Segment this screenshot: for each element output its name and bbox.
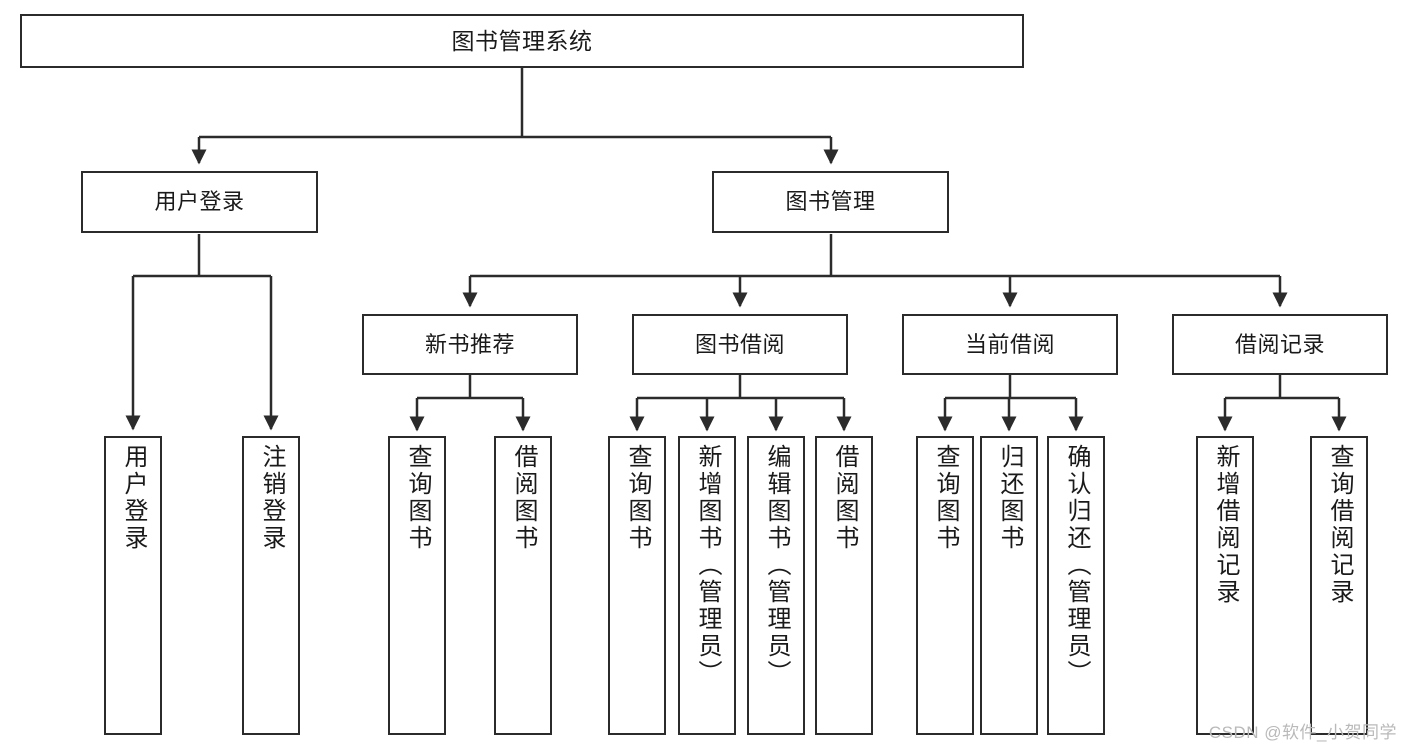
leaf-label: 编辑图书（管理员） [763,444,790,687]
leaf-label: 用户登录 [120,444,147,552]
leaf-borrow-edit-book[interactable]: 编辑图书（管理员） [747,436,805,735]
leaf-borrow-borrow-book[interactable]: 借阅图书 [815,436,873,735]
node-book-borrow[interactable]: 图书借阅 [632,314,848,375]
node-book-manage[interactable]: 图书管理 [712,171,949,233]
leaf-label: 查询图书 [932,444,959,552]
leaf-record-query[interactable]: 查询借阅记录 [1310,436,1368,735]
leaf-label: 借阅图书 [831,444,858,552]
node-current-borrow-label: 当前借阅 [964,331,1055,357]
leaf-current-confirm-return[interactable]: 确认归还（管理员） [1047,436,1105,735]
node-user-login-label: 用户登录 [154,189,245,215]
leaf-current-query-book[interactable]: 查询图书 [916,436,974,735]
leaf-current-return-book[interactable]: 归还图书 [980,436,1038,735]
node-current-borrow[interactable]: 当前借阅 [902,314,1118,375]
node-new-book-recommend[interactable]: 新书推荐 [362,314,578,375]
node-new-book-recommend-label: 新书推荐 [424,331,515,357]
leaf-record-add[interactable]: 新增借阅记录 [1196,436,1254,735]
leaf-label: 查询图书 [404,444,431,552]
leaf-label: 借阅图书 [510,444,537,552]
leaf-new-book-borrow[interactable]: 借阅图书 [494,436,552,735]
leaf-label: 归还图书 [996,444,1023,552]
leaf-borrow-query-book[interactable]: 查询图书 [608,436,666,735]
leaf-label: 新增借阅记录 [1212,444,1239,606]
node-user-login[interactable]: 用户登录 [81,171,318,233]
leaf-label: 确认归还（管理员） [1063,444,1090,687]
leaf-label: 注销登录 [258,444,285,552]
node-root-label: 图书管理系统 [451,27,593,54]
leaf-new-book-query[interactable]: 查询图书 [388,436,446,735]
leaf-borrow-add-book[interactable]: 新增图书（管理员） [678,436,736,735]
leaf-user-login-login[interactable]: 用户登录 [104,436,162,735]
watermark: CSDN @软件_小贺同学 [1208,723,1397,742]
leaf-label: 新增图书（管理员） [694,444,721,687]
node-borrow-record[interactable]: 借阅记录 [1172,314,1388,375]
node-borrow-record-label: 借阅记录 [1234,331,1325,357]
leaf-label: 查询借阅记录 [1326,444,1353,606]
node-root[interactable]: 图书管理系统 [20,14,1024,68]
leaf-user-login-logout[interactable]: 注销登录 [242,436,300,735]
node-book-manage-label: 图书管理 [785,189,876,215]
node-book-borrow-label: 图书借阅 [694,331,785,357]
leaf-label: 查询图书 [624,444,651,552]
